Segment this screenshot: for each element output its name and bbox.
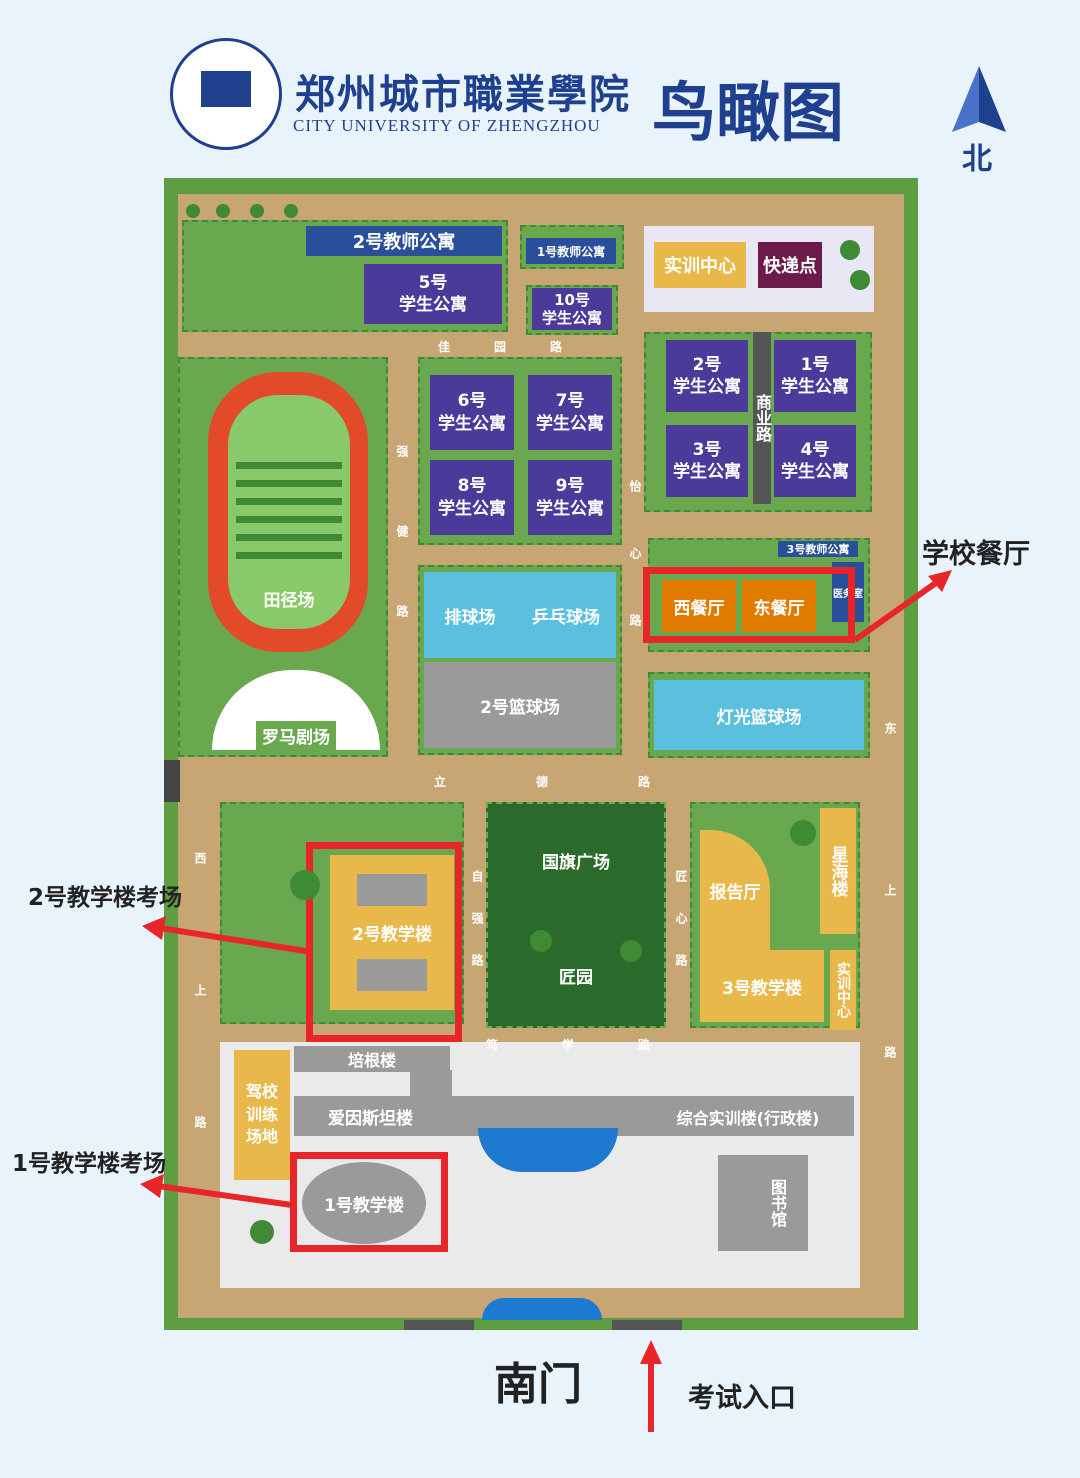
road-dongshang: 东上路 <box>883 722 897 1208</box>
xinghai-building[interactable]: 星海楼 <box>820 808 856 934</box>
teaching-building-3[interactable]: 3号教学楼 <box>700 950 824 1022</box>
student-apartment-10[interactable]: 10号学生公寓 <box>532 288 612 330</box>
teacher-apartment-3[interactable]: 3号教师公寓 <box>778 541 858 557</box>
admin-building[interactable]: 综合实训楼(行政楼) <box>676 1109 820 1128</box>
tb2-highlight <box>306 842 462 1042</box>
south-gate-label: 南门 <box>494 1359 582 1410</box>
map-title: 鸟瞰图 <box>652 77 844 151</box>
school-name-en: CITY UNIVERSITY OF ZHENGZHOU <box>293 116 601 135</box>
tb1-highlight <box>290 1152 448 1252</box>
training-center[interactable]: 实训中心 <box>654 242 746 288</box>
exam-entrance-label: 考试入口 <box>688 1383 796 1414</box>
teacher-apartment-2[interactable]: 2号教师公寓 <box>306 226 502 256</box>
student-apartment-4[interactable]: 4号学生公寓 <box>774 425 856 497</box>
pingpong-court[interactable]: 乒乓球场 <box>516 572 616 658</box>
north-label: 北 <box>962 142 992 177</box>
student-apartment-8[interactable]: 8号学生公寓 <box>430 460 514 535</box>
road-xishang: 西上路 <box>193 852 207 1248</box>
student-apartment-5[interactable]: 5号学生公寓 <box>364 264 502 324</box>
training-center-2[interactable]: 实训中心 <box>830 950 856 1030</box>
school-name-cn: 郑州城市職業學院 <box>295 71 631 118</box>
school-logo <box>170 38 282 150</box>
commercial-road: 商业路 <box>753 332 772 504</box>
express-point[interactable]: 快递点 <box>758 242 822 288</box>
road-yixin: 怡心路 <box>628 480 642 681</box>
library[interactable]: 图书馆 <box>768 1179 787 1227</box>
student-apartment-9[interactable]: 9号学生公寓 <box>528 460 612 535</box>
teaching-building-1[interactable]: 1号教学楼 <box>302 1162 426 1244</box>
road-jiayuan: 佳园路 <box>438 340 607 354</box>
road-lide: 立德路 <box>434 775 741 789</box>
driving-school-field[interactable]: 驾校训练场地 <box>234 1050 290 1180</box>
roman-theater[interactable]: 罗马剧场 <box>212 670 380 750</box>
basketball-court-2[interactable]: 2号篮球场 <box>424 662 616 748</box>
lighted-basketball-court[interactable]: 灯光篮球场 <box>654 680 864 750</box>
tb1-exam-label: 1号教学楼考场 <box>12 1151 167 1177</box>
teaching-building-2[interactable]: 2号教学楼 <box>330 855 454 1010</box>
tb2-exam-label: 2号教学楼考场 <box>28 885 183 911</box>
teacher-apartment-1[interactable]: 1号教师公寓 <box>526 238 616 264</box>
west-canteen[interactable]: 西餐厅 <box>662 580 736 632</box>
student-apartment-3[interactable]: 3号学生公寓 <box>666 425 748 497</box>
einstein-building[interactable]: 爱因斯坦楼 <box>294 1096 854 1136</box>
student-apartment-6[interactable]: 6号学生公寓 <box>430 375 514 450</box>
peigen-building[interactable]: 培根楼 <box>294 1046 450 1072</box>
south-pond <box>482 1298 602 1320</box>
east-canteen[interactable]: 东餐厅 <box>742 580 816 632</box>
fountain-pond <box>478 1128 618 1172</box>
road-duxue: 笃学路 <box>486 1038 715 1052</box>
canteen-highlight <box>643 567 855 643</box>
jiangyuan-garden[interactable]: 匠园 <box>559 967 593 988</box>
canteen-label: 学校餐厅 <box>922 539 1030 570</box>
student-apartment-2[interactable]: 2号学生公寓 <box>666 340 748 412</box>
student-apartment-7[interactable]: 7号学生公寓 <box>528 375 612 450</box>
road-qiangjian: 强健路 <box>395 445 409 685</box>
north-arrow-icon <box>952 66 1006 132</box>
flag-plaza[interactable]: 国旗广场 <box>542 852 610 873</box>
student-apartment-1[interactable]: 1号学生公寓 <box>774 340 856 412</box>
road-jiangxin: 匠心路 <box>674 870 688 996</box>
volleyball-court[interactable]: 排球场 <box>424 572 516 658</box>
road-ziqiang: 自强路 <box>470 870 484 996</box>
